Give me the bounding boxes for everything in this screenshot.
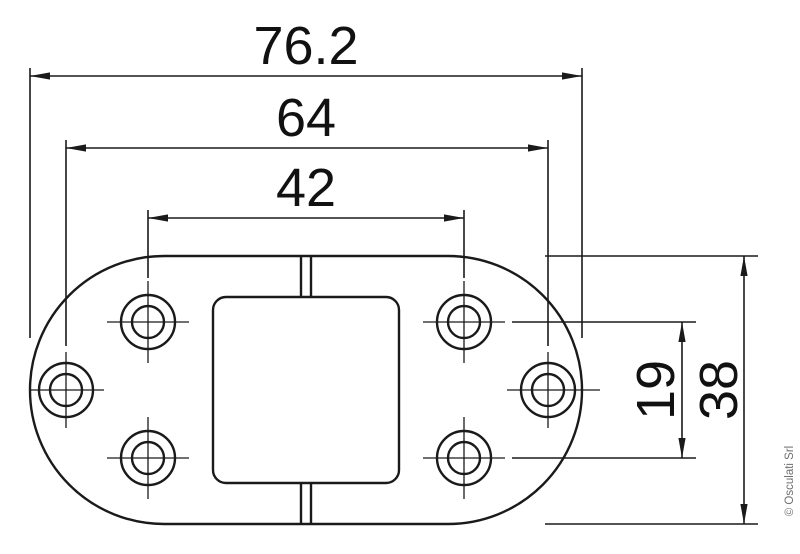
hinge-knuckle-plate (211, 295, 401, 485)
copyright-watermark: © Osculati Srl (784, 446, 796, 516)
dim-label-hole-spacing-wide: 64 (276, 88, 336, 148)
dim-label-overall-height: 38 (689, 360, 749, 420)
hinge-body (28, 254, 600, 526)
dimension-labels: 76.2 64 42 19 38 (253, 16, 749, 420)
screw-hole-top-left (107, 281, 189, 363)
dim-label-hole-row-offset: 19 (626, 360, 686, 420)
dim-label-overall-width: 76.2 (253, 16, 358, 76)
dimension-lines (29, 68, 758, 525)
screw-hole-bottom-left (107, 417, 189, 499)
screw-hole-middle-right (507, 352, 600, 428)
screw-hole-top-right (423, 281, 505, 363)
screw-hole-bottom-right (423, 417, 505, 499)
dim-label-hole-spacing-narrow: 42 (276, 158, 336, 218)
screw-hole-middle-left (30, 352, 104, 428)
